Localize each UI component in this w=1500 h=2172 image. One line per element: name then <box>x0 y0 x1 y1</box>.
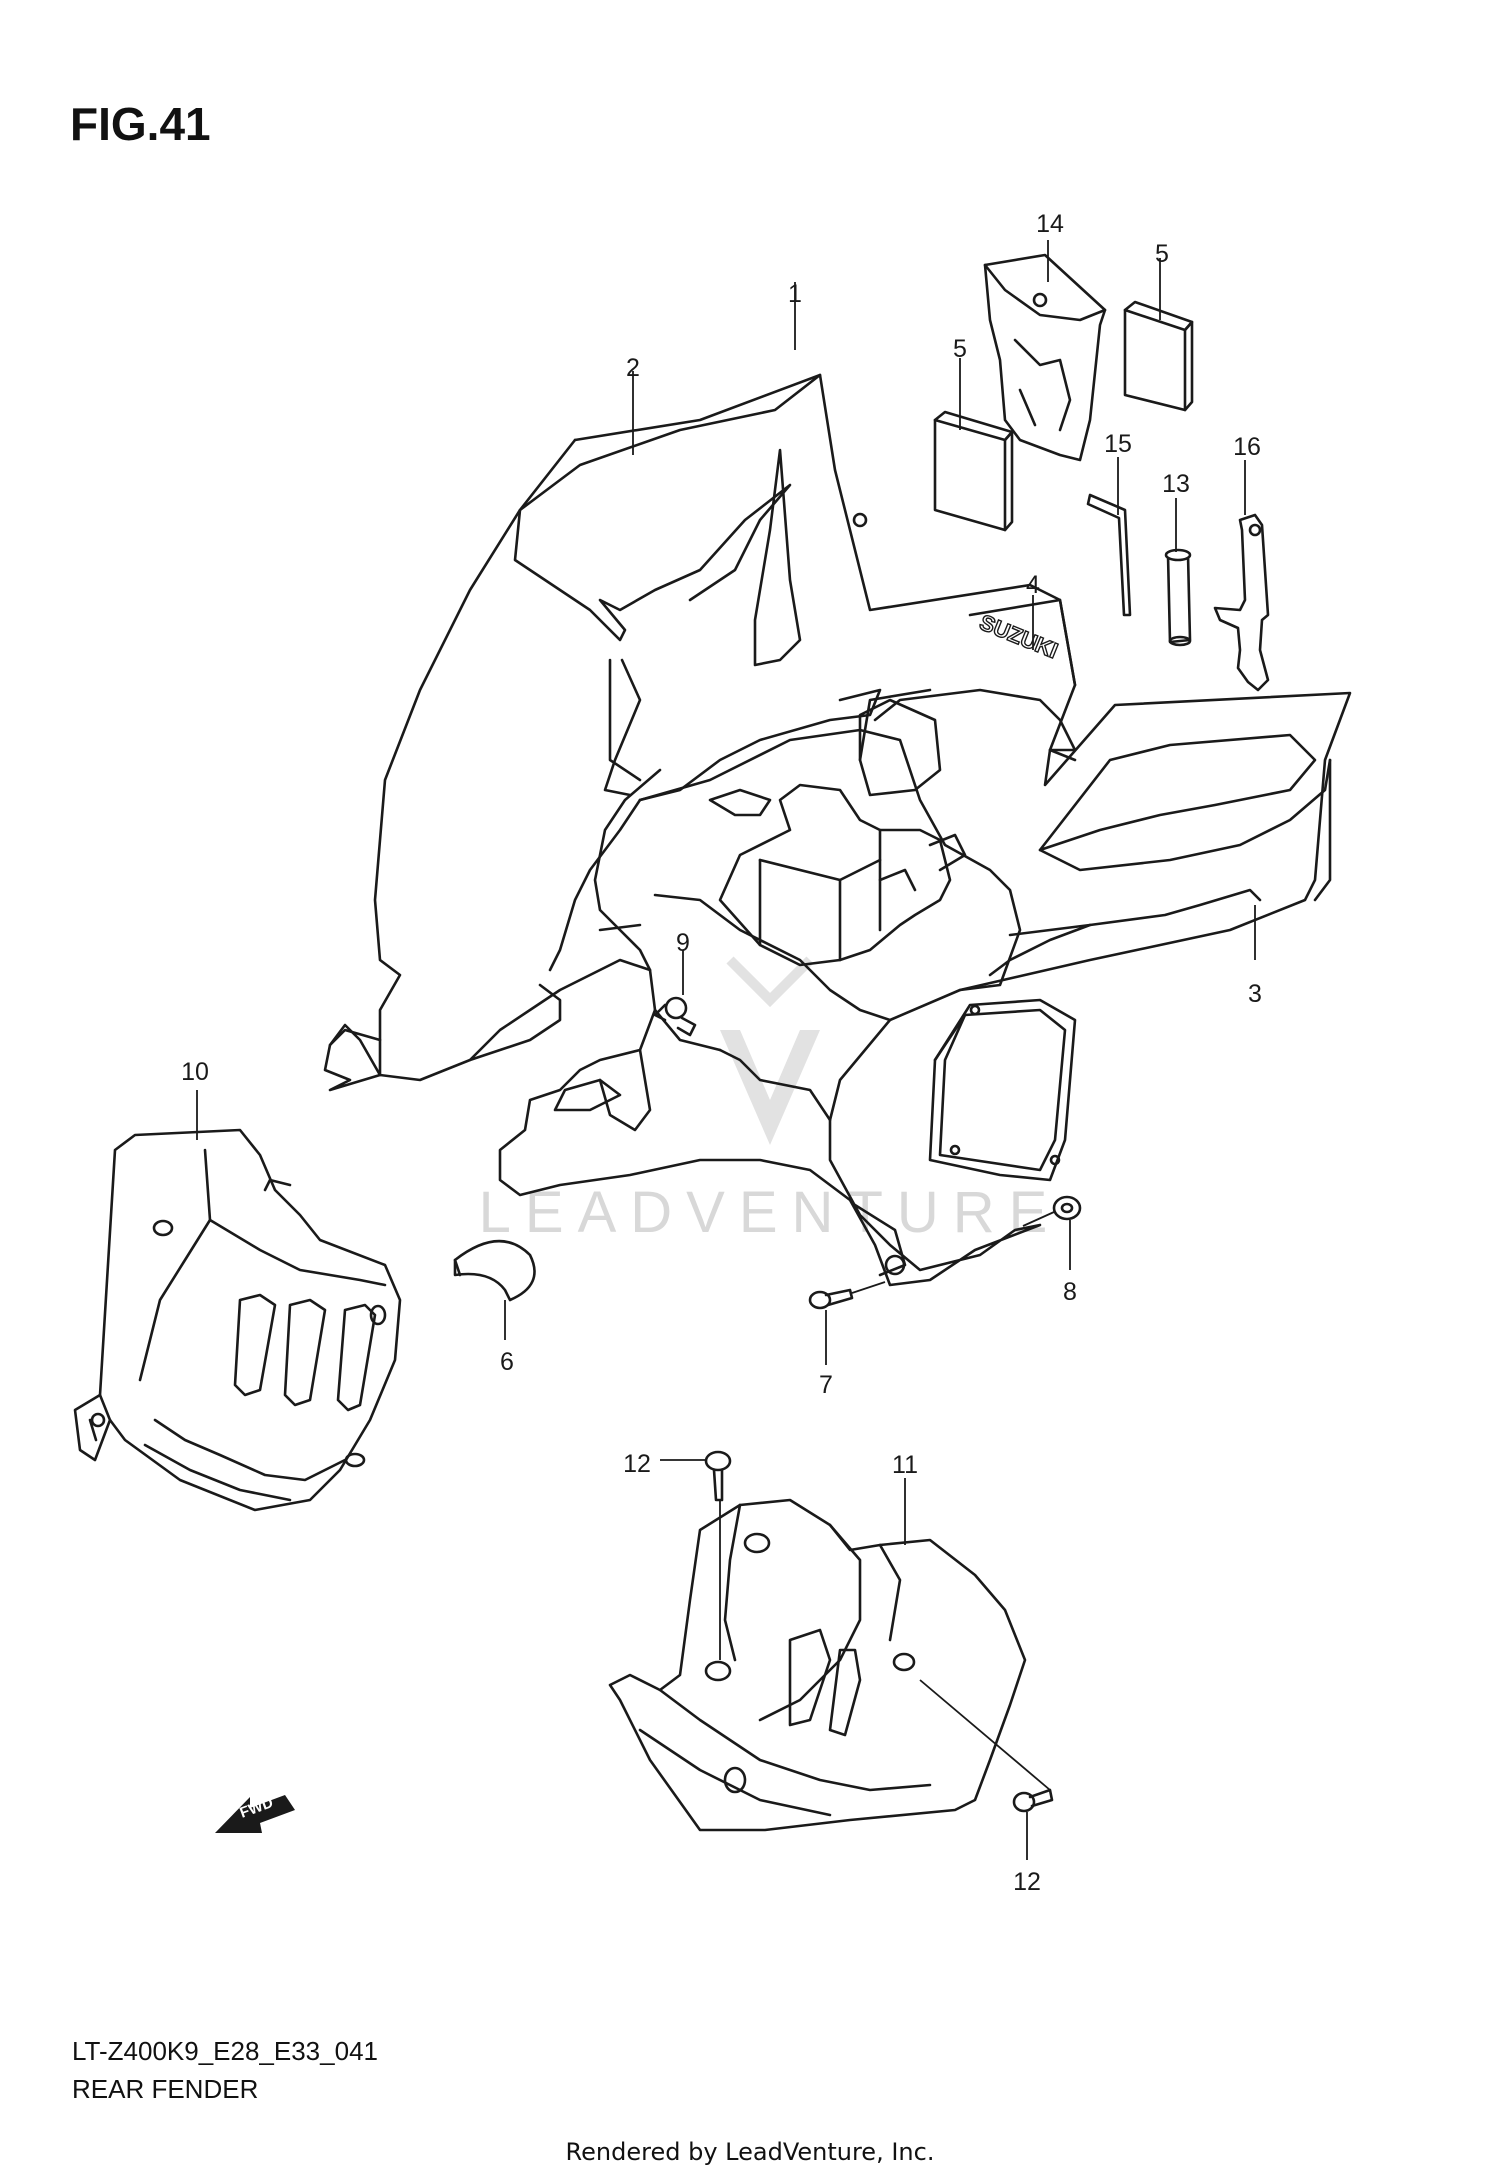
callout-9: 9 <box>676 929 690 957</box>
callout-4: 4 <box>1026 571 1040 599</box>
callout-16: 16 <box>1233 433 1261 461</box>
callout-14: 14 <box>1036 210 1064 238</box>
callout-6: 6 <box>500 1348 514 1376</box>
suzuki-brand-mark: SUZUKI <box>976 609 1061 663</box>
callout-3: 3 <box>1248 980 1262 1008</box>
mud-guard-right <box>608 1498 1027 1832</box>
figure-title: FIG.41 <box>70 98 211 150</box>
pad-right <box>1123 300 1194 412</box>
mud-guard-left <box>73 1128 402 1512</box>
render-credit: Rendered by LeadVenture, Inc. <box>566 2138 935 2166</box>
callout-15: 15 <box>1104 430 1132 458</box>
figure-code: LT-Z400K9_E28_E33_041 <box>72 2036 378 2066</box>
callout-10: 10 <box>181 1058 209 1086</box>
callout-5-left: 5 <box>953 335 967 363</box>
callout-2: 2 <box>626 354 640 382</box>
rear-fender: SUZUKI <box>323 373 1352 1287</box>
hex-wrench <box>1086 493 1132 617</box>
pad-left <box>933 410 1014 532</box>
screw-12-bottom <box>1012 1788 1054 1813</box>
screw-7 <box>808 1288 854 1310</box>
spanner-wrench <box>1213 513 1270 692</box>
spark-plug-tool <box>1164 548 1192 647</box>
callout-12-bottom: 12 <box>1013 1868 1041 1896</box>
figure-name: REAR FENDER <box>72 2074 258 2104</box>
callout-7: 7 <box>819 1371 833 1399</box>
tool-bag <box>983 253 1107 462</box>
leader-lines <box>196 240 1256 1860</box>
callout-13: 13 <box>1162 470 1190 498</box>
callout-1: 1 <box>788 280 802 308</box>
watermark: LEADVENTURE <box>479 956 1062 1245</box>
clip-9 <box>653 996 697 1037</box>
callout-numbers: 1 2 3 4 5 5 6 7 8 9 10 11 12 12 13 14 15… <box>181 210 1262 1896</box>
watermark-text: LEADVENTURE <box>479 1180 1062 1245</box>
callout-11: 11 <box>892 1451 918 1479</box>
callout-5-right: 5 <box>1155 240 1169 268</box>
callout-8: 8 <box>1063 1278 1077 1306</box>
cap-6 <box>453 1239 536 1302</box>
screw-12-top <box>704 1450 732 1502</box>
nut-8 <box>1052 1195 1082 1221</box>
forward-direction-arrow: FWD <box>215 1794 295 1833</box>
callout-12-top: 12 <box>623 1450 651 1478</box>
